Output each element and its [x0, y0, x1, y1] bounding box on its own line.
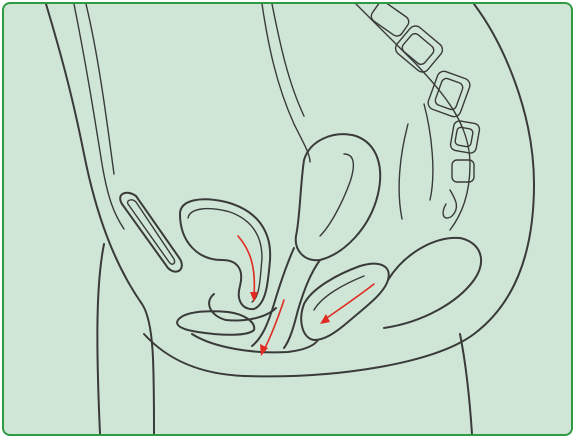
rectum-canal: [384, 238, 481, 328]
uterine-cavity: [320, 154, 353, 236]
back-contour: [144, 4, 534, 376]
pelvis-sagittal-illustration: [4, 4, 571, 434]
intestine-line-2: [272, 4, 304, 116]
front-thigh-line: [97, 244, 104, 434]
intestine-line-4: [424, 104, 433, 200]
bladder-wall: [188, 209, 262, 302]
abdominal-wall-line: [74, 4, 124, 229]
pubic-bone-inner: [128, 200, 175, 264]
intestine-line-3: [399, 124, 408, 219]
rectum-arrow: [320, 284, 374, 324]
sacrum: [356, 4, 480, 230]
rectum: [301, 264, 389, 340]
intestine-line: [262, 4, 310, 162]
rectum-inner: [314, 276, 364, 310]
bladder-arrow: [238, 236, 258, 302]
vaginal-canal-rear: [284, 260, 320, 348]
rear-thigh-line: [460, 334, 472, 434]
pubic-bone: [120, 193, 182, 272]
